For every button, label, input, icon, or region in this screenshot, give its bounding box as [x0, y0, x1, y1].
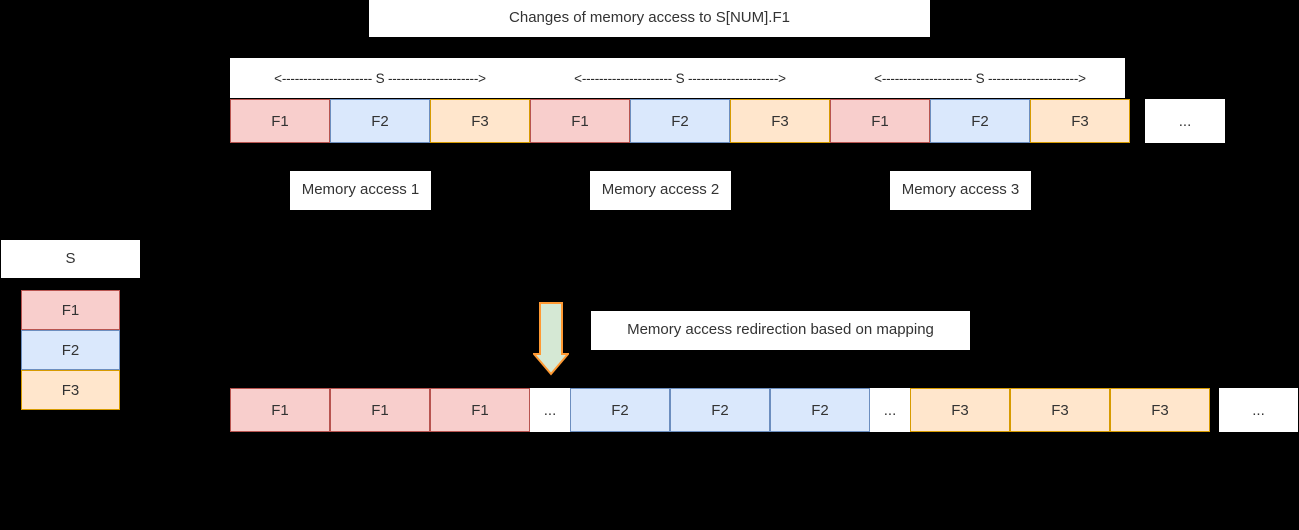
redirection-label-text: Memory access redirection based on mappi… [627, 321, 934, 339]
legend-field-f1: F1 [21, 290, 120, 330]
memory-access-label-3-text: Memory access 3 [901, 181, 1020, 199]
redirection-label: Memory access redirection based on mappi… [591, 311, 970, 350]
top-row-cell-f3: F3 [730, 99, 830, 143]
bottom-row-cell-f1: F1 [230, 388, 330, 432]
top-row-cell-f2: F2 [930, 99, 1030, 143]
diagram-title-text: Changes of memory access to S[NUM].F1 [509, 9, 790, 27]
memory-access-label-2: Memory access 2 [590, 171, 731, 210]
memory-access-label-1-text: Memory access 1 [301, 181, 420, 199]
bottom-row-ellipsis-cell: ... [1219, 388, 1298, 432]
bottom-row-cell-f3: F3 [1110, 388, 1210, 432]
memory-access-label-3: Memory access 3 [890, 171, 1031, 210]
memory-access-label-2-text: Memory access 2 [601, 181, 720, 199]
top-row-spacer [1130, 99, 1145, 143]
legend-field-f2: F2 [21, 330, 120, 370]
legend-struct-label: S [65, 249, 76, 267]
bottom-row-ellipsis-cell: ... [870, 388, 910, 432]
bottom-row-cell-f2: F2 [570, 388, 670, 432]
top-row-cell-f2: F2 [630, 99, 730, 143]
struct-span-arrow-1: <--------------------- S ---------------… [274, 70, 486, 86]
bottom-row-cell-f1: F1 [430, 388, 530, 432]
bottom-row-cell-f3: F3 [1010, 388, 1110, 432]
bottom-row-cell-f2: F2 [770, 388, 870, 432]
bottom-row-cell-f3: F3 [910, 388, 1010, 432]
struct-span-arrow-3: <--------------------- S ---------------… [874, 70, 1086, 86]
top-row-cell-f3: F3 [1030, 99, 1130, 143]
top-row-cell-f1: F1 [530, 99, 630, 143]
legend-struct-box: S [1, 240, 140, 278]
memory-access-label-1: Memory access 1 [290, 171, 431, 210]
top-row-ellipsis-cell: ... [1145, 99, 1225, 143]
struct-span-arrow-row: <--------------------- S ---------------… [230, 58, 1125, 98]
down-arrow-icon [531, 302, 571, 376]
bottom-row-cell-f2: F2 [670, 388, 770, 432]
top-row-cell-f3: F3 [430, 99, 530, 143]
top-row-cell-f1: F1 [230, 99, 330, 143]
bottom-row-spacer [1210, 388, 1219, 432]
bottom-row-cell-f1: F1 [330, 388, 430, 432]
top-row-cell-f1: F1 [830, 99, 930, 143]
diagram-title: Changes of memory access to S[NUM].F1 [369, 0, 930, 37]
bottom-row-ellipsis-cell: ... [530, 388, 570, 432]
top-row-cell-f2: F2 [330, 99, 430, 143]
legend-field-f3: F3 [21, 370, 120, 410]
struct-span-arrow-2: <--------------------- S ---------------… [574, 70, 786, 86]
